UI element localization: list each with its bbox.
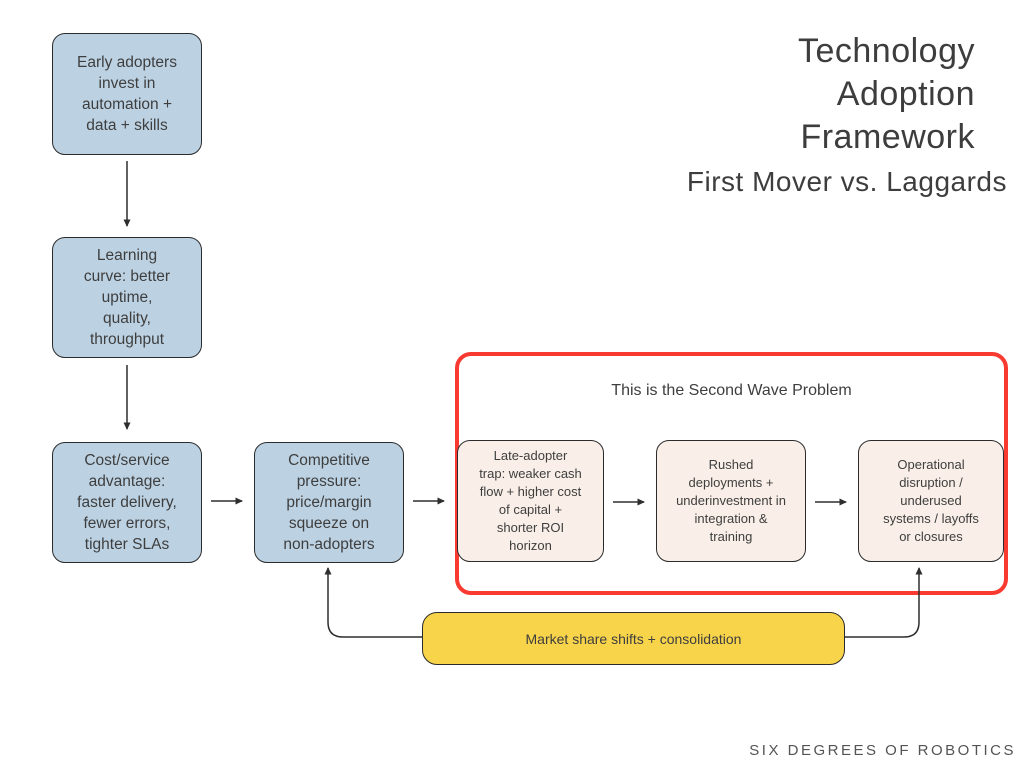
subtitle: First Mover vs. Laggards [686, 166, 1007, 197]
title-line-3: Framework [800, 118, 975, 156]
title-block: Technology Adoption Framework [798, 30, 975, 159]
node-competitive-pressure: Competitive pressure: price/margin squee… [254, 442, 404, 563]
title-line-1: Technology [797, 32, 975, 70]
connector-market-to-competitive-icon [324, 567, 422, 638]
node-operational-disruption: Operational disruption / underused syste… [858, 440, 1004, 562]
brand-footer: SIX DEGREES OF ROBOTICS [749, 742, 1016, 759]
title-line-2: Adoption [836, 75, 975, 113]
node-market-share-shifts: Market share shifts + consolidation [422, 612, 845, 665]
node-late-adopter-trap: Late-adopter trap: weaker cash flow + hi… [457, 440, 604, 562]
node-early-adopters: Early adopters invest in automation + da… [52, 33, 202, 155]
node-rushed-deployments: Rushed deployments + underinvestment in … [656, 440, 806, 562]
node-cost-service-advantage: Cost/service advantage: faster delivery,… [52, 442, 202, 563]
second-wave-label: This is the Second Wave Problem [611, 382, 852, 399]
node-learning-curve: Learning curve: better uptime, quality, … [52, 237, 202, 358]
